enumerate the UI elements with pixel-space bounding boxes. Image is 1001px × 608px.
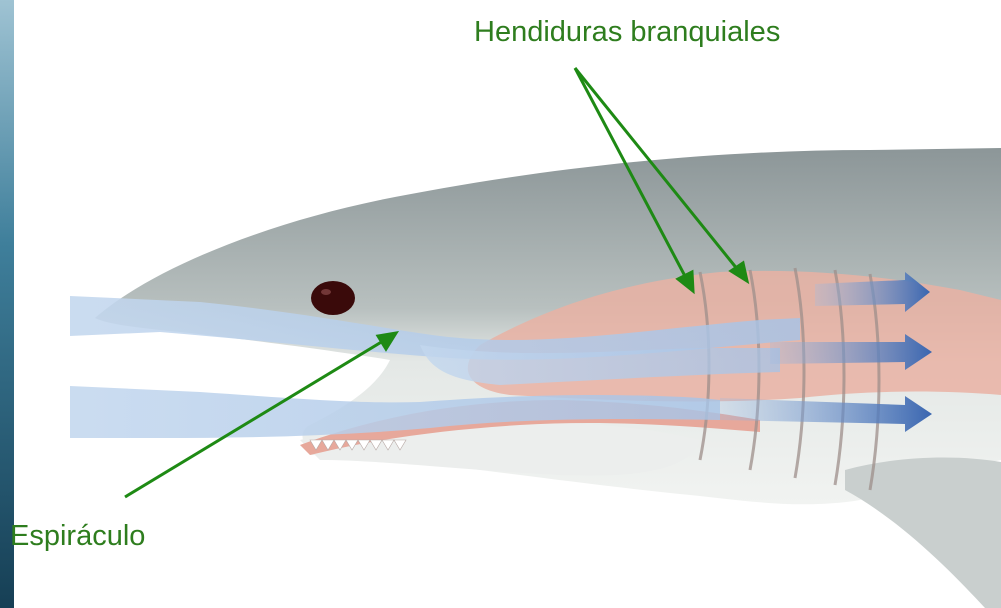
pectoral-fin xyxy=(845,457,1001,608)
ocean-edge xyxy=(0,0,14,608)
shark-eye xyxy=(311,281,355,315)
eye-highlight xyxy=(321,289,331,295)
gill-slits-label: Hendiduras branquiales xyxy=(474,18,780,47)
spiracle-label: Espiráculo xyxy=(10,522,145,551)
